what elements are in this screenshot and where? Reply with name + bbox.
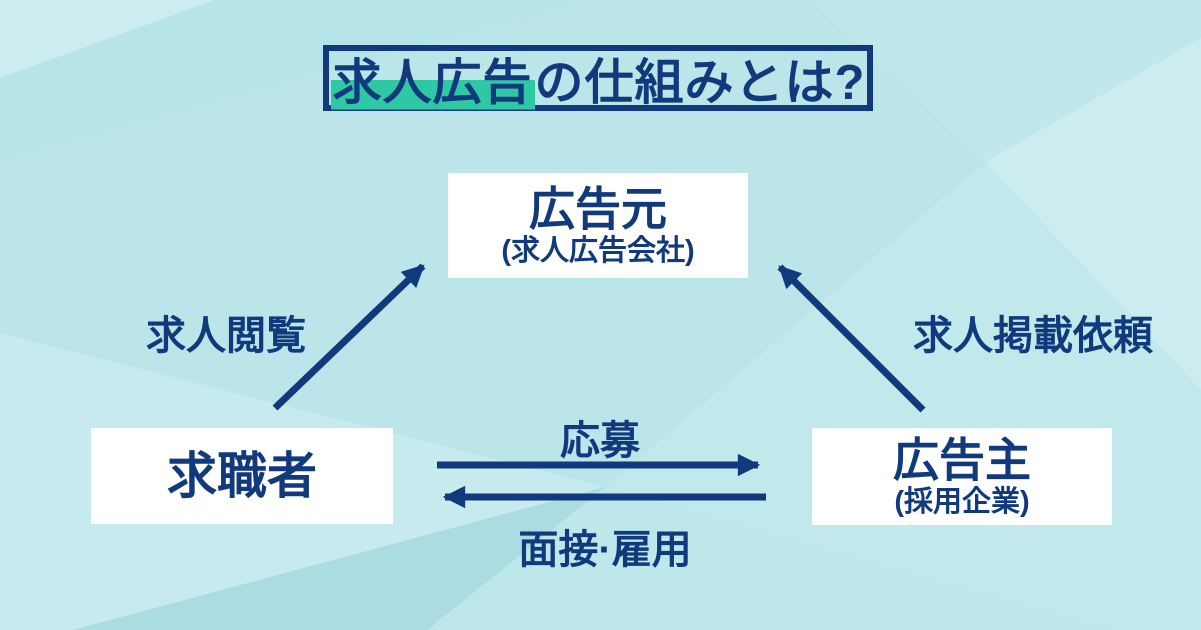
arrow-posting-request <box>777 264 926 413</box>
edge-label-apply: 応募 <box>560 419 640 463</box>
title-rest-text: の仕組みとは? <box>534 55 866 110</box>
node-job-seeker: 求職者 <box>91 428 393 524</box>
arrow-job-view <box>272 263 426 411</box>
edge-label-posting-request: 求人掲載依頼 <box>913 314 1153 358</box>
node-job-seeker-label: 求職者 <box>167 448 317 504</box>
node-ad-source-sublabel: (求人広告会社) <box>501 235 695 268</box>
page-title: 求人広告の仕組みとは? <box>323 42 873 114</box>
node-advertiser-label: 広告主 <box>893 433 1031 486</box>
edge-label-job-view: 求人閲覧 <box>146 314 306 358</box>
node-advertiser-sublabel: (採用企業) <box>894 486 1030 519</box>
node-ad-source: 広告元 (求人広告会社) <box>448 173 748 278</box>
title-highlighted-text: 求人広告 <box>330 42 535 114</box>
node-advertiser: 広告主 (採用企業) <box>812 428 1112 525</box>
edge-label-interview-hire: 面接·雇用 <box>518 528 692 572</box>
node-ad-source-label: 広告元 <box>529 182 667 235</box>
